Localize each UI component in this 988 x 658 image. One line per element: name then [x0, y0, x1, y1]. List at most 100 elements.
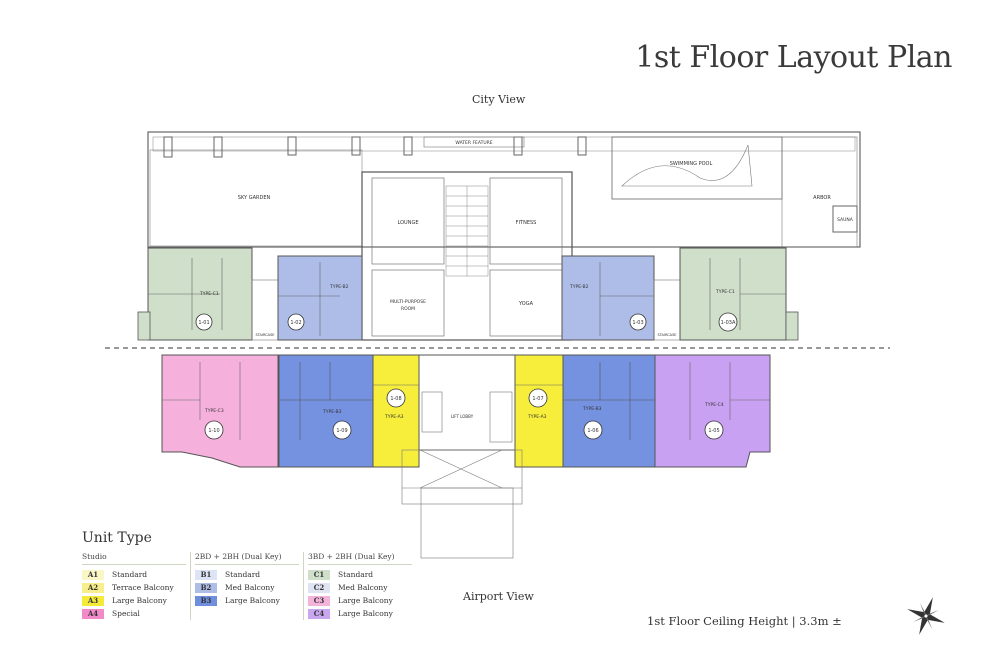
legend-row: B2 Med Balcony: [195, 581, 299, 594]
legend-row: C1 Standard: [308, 568, 412, 581]
legend-row: A2 Terrace Balcony: [82, 581, 186, 594]
upper-deck-outline: [147, 131, 861, 248]
legend-label: Large Balcony: [338, 596, 393, 605]
page-title: 1st Floor Layout Plan: [635, 40, 952, 75]
legend-label: Standard: [225, 570, 261, 579]
lift-shaft: [421, 391, 443, 433]
legend-label: Large Balcony: [112, 596, 167, 605]
legend-swatch: A1: [82, 569, 104, 580]
unit-1-08[interactable]: TYPE-A3 1-08: [372, 354, 420, 468]
column: [513, 136, 523, 156]
swimming-pool-label: SWIMMING POOL: [670, 161, 713, 167]
column: [287, 136, 297, 156]
legend-row: C2 Med Balcony: [308, 581, 412, 594]
legend-label: Large Balcony: [225, 596, 280, 605]
city-view-label: City View: [472, 93, 526, 106]
legend-swatch: A3: [82, 595, 104, 606]
water-feature-label: WATER FEATURE: [455, 140, 492, 146]
legend-column-studio: Studio A1 Standard A2 Terrace Balcony A3…: [82, 552, 191, 620]
unit-1-09[interactable]: TYPE-B3 1-09: [278, 354, 374, 468]
pool-shape: [621, 144, 753, 187]
legend-label: Terrace Balcony: [112, 583, 174, 592]
multipurpose-room: [371, 269, 445, 337]
sauna-label: SAUNA: [837, 217, 854, 223]
legend-swatch: C3: [308, 595, 330, 606]
airport-view-label: Airport View: [463, 590, 534, 603]
entrance-canopy: [401, 449, 523, 559]
unit-1-03[interactable]: TYPE-B2 1-03: [561, 255, 655, 341]
legend-column-3bd: 3BD + 2BH (Dual Key) C1 Standard C2 Med …: [308, 552, 416, 620]
fitness-label: FITNESS: [516, 220, 537, 226]
column: [577, 136, 587, 156]
unit-number: 1-05: [708, 428, 719, 434]
staircase-left: [251, 279, 279, 341]
lounge-room: [371, 177, 445, 265]
multipurpose-room-label: ROOM: [401, 306, 415, 312]
compass-icon: [907, 597, 945, 635]
staircase-right: [653, 279, 681, 341]
upper-deck-edge: [152, 136, 856, 152]
legend-label: Standard: [112, 570, 148, 579]
legend-row: C3 Large Balcony: [308, 594, 412, 607]
column: [351, 136, 361, 156]
core-block: [418, 354, 516, 451]
unit-number: 1-06: [587, 428, 598, 434]
legend-swatch: B1: [195, 569, 217, 580]
legend-row: A4 Special: [82, 607, 186, 620]
legend-label: Special: [112, 609, 140, 618]
water-feature: [423, 136, 525, 148]
unit-number: 1-02: [290, 320, 301, 326]
legend-header: 3BD + 2BH (Dual Key): [308, 552, 412, 565]
unit-type-label: TYPE-C4: [704, 402, 724, 408]
unit-type-label: TYPE-B3: [582, 406, 602, 412]
legend-row: C4 Large Balcony: [308, 607, 412, 620]
unit-1-02[interactable]: TYPE-B2 1-02: [277, 255, 363, 341]
unit-1-06[interactable]: TYPE-B3 1-06: [562, 354, 656, 468]
legend-row: B3 Large Balcony: [195, 594, 299, 607]
legend-row: A1 Standard: [82, 568, 186, 581]
legend-swatch: C4: [308, 608, 330, 619]
unit-1-10[interactable]: TYPE-C3 1-10: [161, 354, 279, 468]
unit-1-01[interactable]: TYPE-C1 1-01: [137, 247, 253, 341]
fitness-room: [489, 177, 563, 265]
lift-lobby-label: LIFT LOBBY: [451, 414, 474, 419]
unit-number: 1-07: [532, 396, 543, 402]
sauna-room: [832, 205, 858, 233]
unit-number: 1-09: [336, 428, 347, 434]
column: [403, 136, 413, 156]
sky-garden-label: SKY GARDEN: [238, 195, 271, 201]
unit-type-label: TYPE-C1: [715, 289, 735, 295]
legend-swatch: C1: [308, 569, 330, 580]
central-staircase: [445, 185, 489, 277]
swimming-pool: [611, 136, 783, 200]
legend-swatch: B3: [195, 595, 217, 606]
staircase-left-label: STAIRCASE: [255, 333, 274, 337]
unit-1-05[interactable]: TYPE-C4 1-05: [654, 354, 771, 468]
unit-number: 1-08: [390, 396, 401, 402]
unit-1-03a[interactable]: TYPE-C1 1-03A: [679, 247, 799, 341]
ceiling-height: 1st Floor Ceiling Height | 3.3m ±: [647, 614, 842, 628]
unit-type-label: TYPE-B3: [322, 409, 342, 415]
staircase-right-label: STAIRCASE: [657, 333, 676, 337]
unit-type-label: TYPE-B2: [569, 284, 589, 290]
unit-type-label: TYPE-C1: [199, 291, 219, 297]
unit-number: 1-01: [198, 320, 209, 326]
unit-type-label: TYPE-A3: [384, 414, 404, 420]
unit-type-label: TYPE-B2: [329, 284, 349, 290]
legend-title: Unit Type: [82, 530, 152, 546]
unit-1-07[interactable]: TYPE-A3 1-07: [514, 354, 564, 468]
unit-number: 1-03A: [721, 320, 736, 326]
column: [213, 136, 223, 158]
unit-type-legend: Unit Type Studio A1 Standard A2 Terrace …: [82, 530, 420, 620]
legend-label: Med Balcony: [225, 583, 275, 592]
yoga-label: YOGA: [518, 301, 534, 307]
legend-column-2bd: 2BD + 2BH (Dual Key) B1 Standard B2 Med …: [195, 552, 304, 620]
unit-type-label: TYPE-C3: [204, 408, 224, 414]
unit-number: 1-10: [208, 428, 219, 434]
legend-label: Standard: [338, 570, 374, 579]
legend-label: Med Balcony: [338, 583, 388, 592]
column: [163, 136, 173, 158]
legend-swatch: A2: [82, 582, 104, 593]
legend-row: B1 Standard: [195, 568, 299, 581]
